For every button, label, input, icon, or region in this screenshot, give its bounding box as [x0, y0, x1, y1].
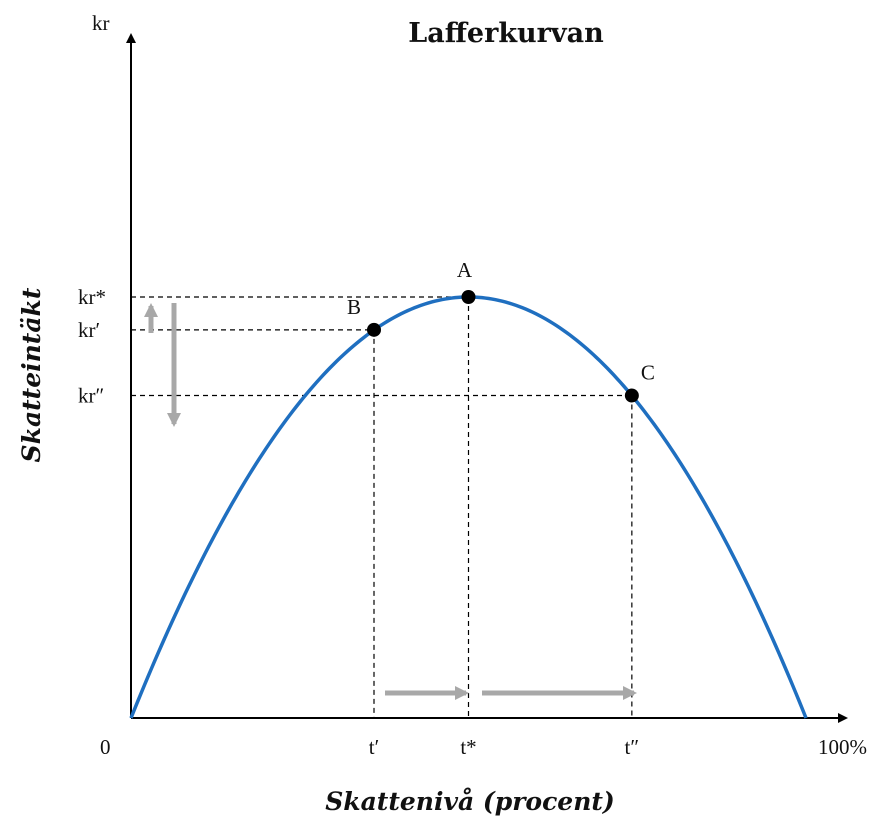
point-label-A: A [457, 258, 473, 282]
point-A [461, 290, 476, 304]
point-C [624, 388, 639, 403]
x-tick-label-B: t′ [369, 735, 379, 759]
guide-lines [131, 296, 633, 718]
y-tick-label-B: kr′ [78, 318, 100, 342]
x-axis-title: Skattenivå (procent) [325, 787, 615, 816]
x-origin-label: 0 [100, 735, 111, 759]
y-tick-label-A: kr* [78, 285, 106, 309]
x-tick-label-C: t″ [625, 735, 640, 759]
y-tick-label-C: kr″ [78, 384, 104, 408]
point-label-C: C [641, 361, 655, 385]
points-layer: Akr* t* Bkr′ t′ Ckr″ t″ [78, 258, 655, 759]
y-unit-label: kr [92, 11, 110, 35]
point-label-B: B [347, 295, 361, 319]
point-B [367, 322, 381, 337]
x-end-label: 100% [818, 735, 867, 759]
x-tick-label-A: t* [460, 735, 476, 759]
y-axis-title: Skatteintäkt [17, 287, 46, 462]
chart-title: Lafferkurvan [408, 18, 604, 49]
